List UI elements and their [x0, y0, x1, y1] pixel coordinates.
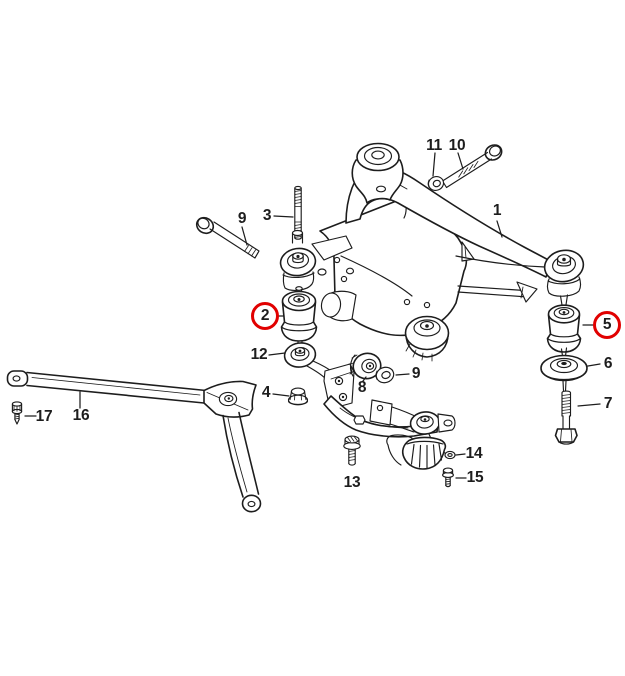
callout-2-highlighted[interactable]: 2 [251, 302, 279, 330]
subframe-right-arm [455, 249, 585, 309]
subframe-front-mount [279, 229, 355, 296]
heat-shield-14 [386, 434, 456, 470]
callout-13: 13 [343, 474, 361, 491]
callout-1: 1 [492, 202, 502, 219]
bushing-2 [280, 286, 318, 342]
washer-9-right [375, 366, 395, 384]
bolt-15 [442, 467, 454, 488]
subframe-tower [351, 142, 404, 204]
callout-11: 11 [426, 137, 442, 154]
callout-7: 7 [603, 395, 613, 412]
bolt-10 [441, 144, 503, 189]
callout-12: 12 [250, 346, 268, 363]
callout-6: 6 [603, 355, 613, 372]
callout-3: 3 [262, 207, 272, 224]
callout-14: 14 [465, 445, 483, 462]
brace-bolt [11, 401, 23, 425]
washer-6 [540, 347, 588, 382]
subframe-hoop [345, 166, 553, 278]
callout-9-left: 9 [237, 210, 247, 227]
bushing-5 [546, 304, 582, 353]
callout-9-right: 9 [411, 365, 421, 382]
washer-11 [427, 176, 445, 191]
callout-16: 16 [72, 407, 90, 424]
callout-15: 15 [466, 469, 484, 486]
stud-3 [294, 185, 302, 240]
callout-8: 8 [357, 379, 367, 396]
subframe-rear-mount [404, 315, 450, 362]
callout-17: 17 [35, 408, 53, 425]
callout-10: 10 [448, 137, 466, 154]
bolt-13 [343, 435, 361, 466]
bolt-9-left [195, 216, 260, 259]
brace-bar [6, 370, 262, 513]
bushing-8 [348, 352, 382, 380]
bolt-7 [554, 380, 578, 445]
callout-5-highlighted[interactable]: 5 [593, 311, 621, 339]
leader-lines [24, 152, 601, 479]
callout-4: 4 [261, 384, 271, 401]
nut-4 [287, 387, 309, 406]
bracket-12-assembly [283, 341, 456, 442]
subframe-stub-tube [320, 290, 357, 322]
